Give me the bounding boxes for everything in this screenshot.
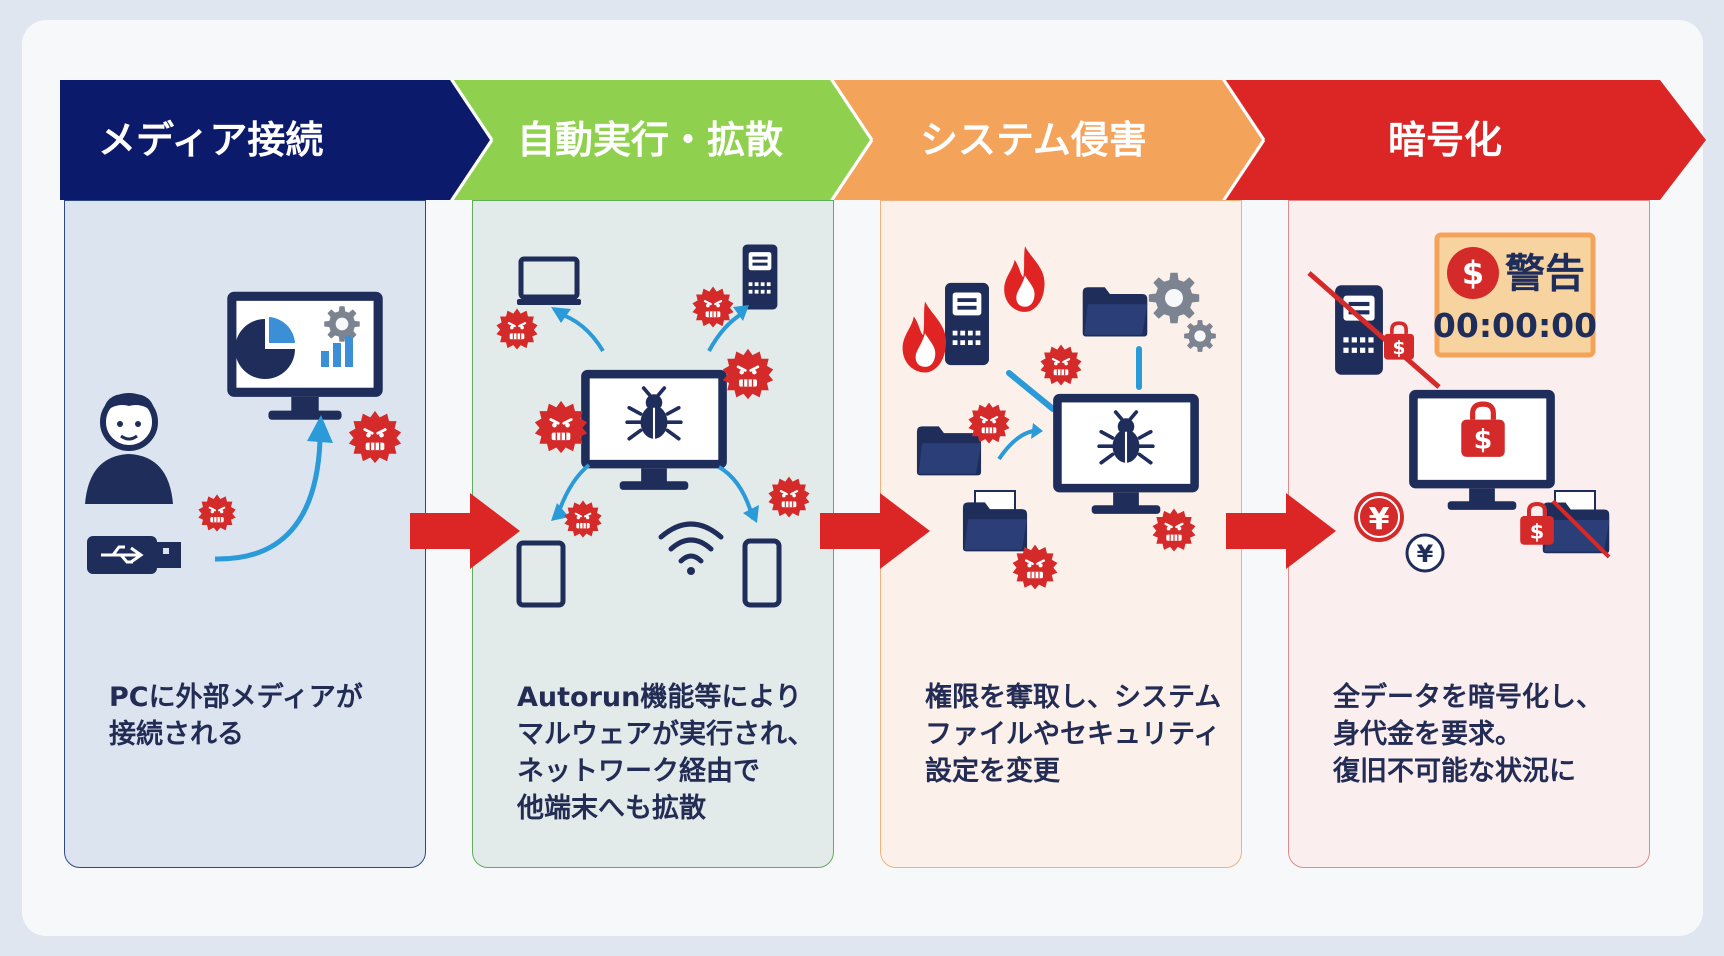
stage-1-description: PCに外部メディアが 接続される xyxy=(109,682,363,750)
server-icon xyxy=(945,282,989,366)
virus-icon xyxy=(533,399,589,455)
virus-icon xyxy=(1011,543,1059,591)
infected-monitor-icon xyxy=(1053,393,1199,514)
stage-4-title: 暗号化 xyxy=(1388,118,1503,162)
folder-icon xyxy=(1082,287,1148,337)
gear-icon xyxy=(324,306,360,342)
warning-panel: $ 警告 00:00:00 xyxy=(1433,232,1597,358)
stage-1-chevron xyxy=(60,80,490,200)
smartphone-icon xyxy=(742,538,782,608)
stage-3-panel: 権限を奪取し、システム ファイルやセキュリティ 設定を変更 xyxy=(880,200,1242,868)
fire-icon xyxy=(902,301,947,373)
stage-3-illustration xyxy=(902,246,1216,591)
gear-icon xyxy=(1148,272,1200,324)
virus-icon xyxy=(691,285,735,329)
step-arrow-3 xyxy=(1226,493,1336,569)
usb-drive-icon xyxy=(87,536,181,574)
folder-icon xyxy=(962,490,1028,552)
stage-3-title: システム侵害 xyxy=(920,118,1147,162)
padlock-icon xyxy=(1382,321,1416,361)
stage-4-panel: $ 警告 00:00:00 ¥ ¥ 全データを暗号化し、 身代金を要求。 復旧不… xyxy=(1288,200,1650,868)
tablet-icon xyxy=(516,540,566,608)
stage-2-chevron xyxy=(452,80,870,200)
infected-monitor-icon xyxy=(581,369,727,490)
gear-icon xyxy=(1184,320,1216,352)
curved-arrow-icon xyxy=(214,440,323,562)
virus-icon xyxy=(563,499,603,539)
step-arrow-1 xyxy=(410,493,520,569)
virus-icon xyxy=(721,347,775,401)
svg-text:¥: ¥ xyxy=(1369,502,1390,537)
stage-4-chevron xyxy=(1224,80,1706,200)
stage-1-panel: PCに外部メディアが 接続される xyxy=(64,200,426,868)
virus-icon xyxy=(1039,343,1083,387)
virus-icon xyxy=(1151,507,1197,553)
countdown-timer: 00:00:00 xyxy=(1433,306,1597,345)
stage-3-description: 権限を奪取し、システム ファイルやセキュリティ 設定を変更 xyxy=(925,682,1222,787)
dollar-icon: $ xyxy=(1462,254,1484,292)
step-arrow-2 xyxy=(820,493,930,569)
wifi-icon xyxy=(658,521,724,575)
stage-4-illustration: $ 警告 00:00:00 ¥ ¥ xyxy=(1307,232,1611,573)
stage-2-description: Autorun機能等により マルウェアが実行され、 ネットワーク経由で 他端末へ… xyxy=(517,682,815,824)
yen-coin-icon: ¥ xyxy=(1354,492,1404,542)
folder-icon xyxy=(916,426,982,476)
stage-1-illustration xyxy=(85,291,403,574)
stage-2-illustration xyxy=(495,244,811,608)
virus-icon xyxy=(767,475,811,519)
stage-3-chevron xyxy=(832,80,1262,200)
warning-label: 警告 xyxy=(1505,251,1585,297)
user-icon xyxy=(85,393,173,504)
stage-2-title: 自動実行・拡散 xyxy=(517,118,784,162)
fire-icon xyxy=(1004,246,1045,312)
yen-coin-icon: ¥ xyxy=(1405,533,1445,573)
virus-icon xyxy=(495,307,539,351)
svg-text:¥: ¥ xyxy=(1417,540,1434,568)
stage-1-title: メディア接続 xyxy=(98,118,324,162)
stage-2-panel: Autorun機能等により マルウェアが実行され、 ネットワーク経由で 他端末へ… xyxy=(472,200,834,868)
stage-band xyxy=(60,80,1706,200)
server-icon xyxy=(742,244,778,310)
virus-icon xyxy=(197,493,237,533)
stage-4-description: 全データを暗号化し、 身代金を要求。 復旧不可能な状況に xyxy=(1333,682,1603,787)
virus-icon xyxy=(347,409,403,465)
laptop-icon xyxy=(517,256,581,305)
monitor-dashboard-icon xyxy=(227,291,383,420)
